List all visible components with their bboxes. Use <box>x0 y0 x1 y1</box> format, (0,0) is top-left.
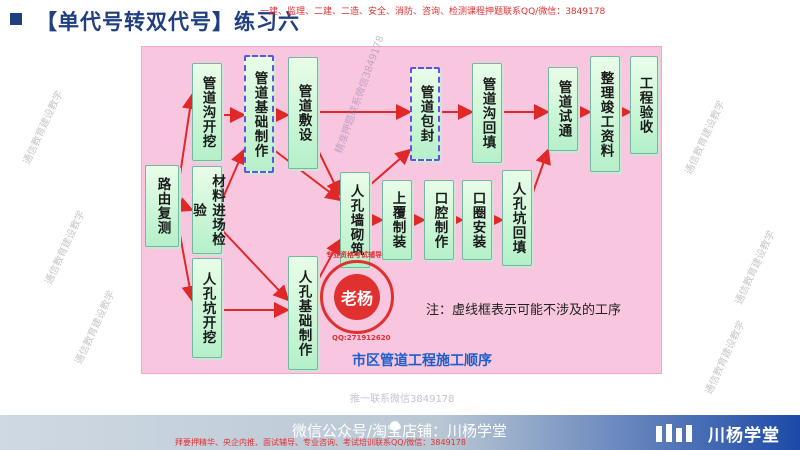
footer-red-note: 拜要押精华、央企内推、面试辅导、专业咨询、考试培训联系QQ/微信：3849178 <box>175 438 466 447</box>
page-title: 【单代号转双代号】练习六 <box>36 10 300 34</box>
node-pipe-laying: 管道敷设 <box>288 57 318 169</box>
arrow-n3-n7 <box>221 229 290 302</box>
node-cover-installation: 上覆制装 <box>382 180 412 260</box>
header: 【单代号转双代号】练习六 一建、监理、二建、二造、安全、消防、咨询、检测课程押题… <box>0 0 800 46</box>
top-contact-note: 一建、监理、二建、二造、安全、消防、咨询、检测课程押题联系QQ/微信：38491… <box>260 7 606 17</box>
node-manhole-foundation: 人孔基础制作 <box>288 256 318 370</box>
node-pipe-test: 管道试通 <box>548 67 578 151</box>
arrow-n1-n3 <box>176 197 194 212</box>
stamp-ring-bottom: QQ:271912620 <box>332 334 391 342</box>
arrow-n8-n9 <box>369 148 412 186</box>
node-manhole-wall: 人孔墙砌筑 <box>340 172 370 268</box>
node-route-survey: 路由复测 <box>145 165 179 247</box>
brand-name: 川杨学堂 <box>708 426 780 446</box>
stamp-ring-top: 专业资格考试辅导 <box>326 251 382 259</box>
node-trench-excavation: 管道沟开挖 <box>192 63 222 161</box>
arrow-n6-n8 <box>317 149 342 197</box>
teacher-stamp: 老杨 <box>320 260 394 334</box>
bottom-watermark: 推一联系微信3849178 <box>350 394 455 405</box>
arrow-n1-n2 <box>179 93 198 176</box>
footer-wechat-text: 微信公众号/淘宝店铺：川杨学堂 <box>292 422 508 440</box>
footer-dot-icon <box>390 421 400 431</box>
node-neck-construction: 口腔制作 <box>424 180 454 260</box>
node-material-inspection: 材料进场检验 <box>190 166 225 254</box>
diagram-note: 注：虚线框表示可能不涉及的工序 <box>426 303 622 318</box>
node-trench-backfill: 管道沟回填 <box>472 63 502 163</box>
arrow-n14-n15 <box>531 148 551 196</box>
node-manhole-backfill: 人孔坑回填 <box>502 170 532 266</box>
stamp-center-text: 老杨 <box>334 274 380 320</box>
brand-logo-icon <box>656 424 692 442</box>
arrow-n1-n4 <box>179 234 198 302</box>
node-completion-docs: 整理竣工资料 <box>590 56 620 172</box>
node-pipe-encasement: 管道包封 <box>410 67 440 161</box>
node-ring-installation: 口圈安装 <box>462 180 492 260</box>
node-manhole-excavation: 人孔坑开挖 <box>192 258 222 358</box>
title-bullet-icon <box>10 13 22 25</box>
diagram-caption: 市区管道工程施工顺序 <box>352 353 492 369</box>
node-pipe-foundation: 管道基础制作 <box>244 55 274 173</box>
node-acceptance: 工程验收 <box>630 56 658 154</box>
arrow-n7-n8 <box>317 238 341 281</box>
arrow-n3-n5 <box>221 148 246 201</box>
